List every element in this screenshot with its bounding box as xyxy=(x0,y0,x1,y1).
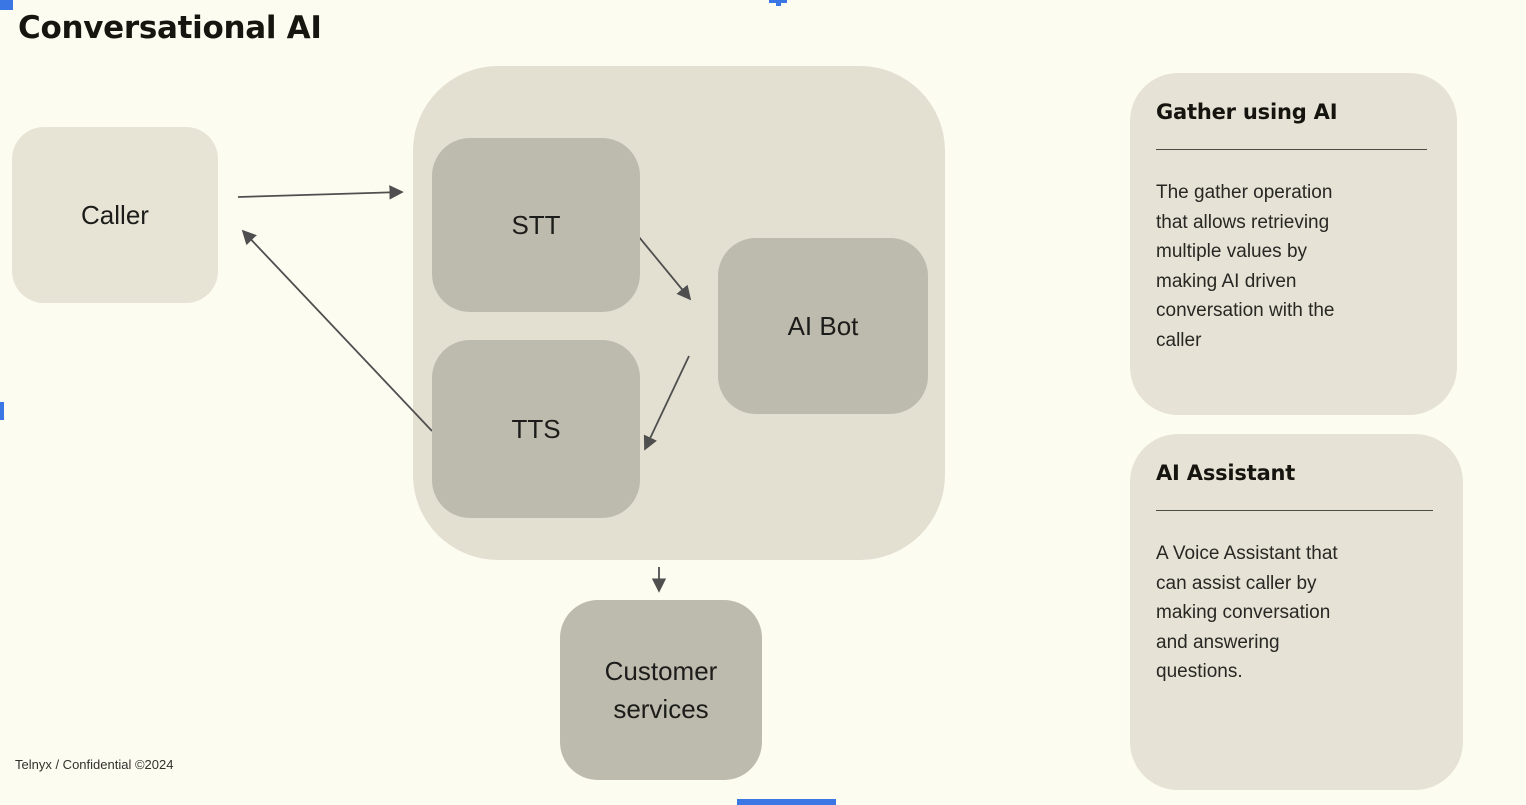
arrow-tts-to-caller xyxy=(241,229,433,432)
card-assistant-divider xyxy=(1156,510,1433,511)
node-ai-bot-label: AI Bot xyxy=(787,310,859,341)
card-assistant-body: A Voice Assistant that can assist caller… xyxy=(1156,539,1437,687)
page-title: Conversational AI xyxy=(18,10,322,46)
selection-marker-left-bar xyxy=(0,402,4,420)
card-gather-body: The gather operation that allows retriev… xyxy=(1156,178,1431,355)
node-customer-services[interactable]: Customer services xyxy=(560,600,762,780)
card-gather-using-ai[interactable]: Gather using AI The gather operation tha… xyxy=(1130,73,1457,415)
card-body-line: making AI driven xyxy=(1156,270,1297,292)
selection-marker-top-tab-nub xyxy=(776,3,781,6)
card-body-line: The gather operation xyxy=(1156,182,1333,203)
card-body-line: A Voice Assistant that xyxy=(1156,543,1338,564)
card-ai-assistant[interactable]: AI Assistant A Voice Assistant that can … xyxy=(1130,434,1463,790)
selection-marker-top-tab xyxy=(769,0,787,3)
card-body-line: conversation with the xyxy=(1156,300,1335,321)
card-body-line: and answering xyxy=(1156,631,1280,653)
confidential-footer: Telnyx / Confidential ©2024 xyxy=(15,757,174,772)
node-tts-label: TTS xyxy=(511,413,561,444)
node-customer-services-label: Customer services xyxy=(604,656,718,724)
node-stt-label: STT xyxy=(511,209,561,240)
card-body-line: multiple values by xyxy=(1156,241,1308,262)
card-gather-title: Gather using AI xyxy=(1156,100,1338,124)
selection-marker-bottom-bar xyxy=(737,799,836,805)
node-caller-label: Caller xyxy=(81,199,149,230)
arrow-caller-to-stt xyxy=(237,185,404,200)
card-body-line: questions. xyxy=(1156,661,1243,682)
card-body-line: making conversation xyxy=(1156,602,1331,623)
node-stt[interactable]: STT xyxy=(432,138,640,312)
node-tts[interactable]: TTS xyxy=(432,340,640,518)
card-body-line: that allows retrieving xyxy=(1156,211,1330,233)
card-body-line: can assist caller by xyxy=(1156,572,1317,594)
card-assistant-title: AI Assistant xyxy=(1156,461,1296,485)
card-body-line: caller xyxy=(1156,329,1202,351)
node-ai-bot[interactable]: AI Bot xyxy=(718,238,928,414)
selection-marker-top-left xyxy=(0,0,13,10)
card-gather-divider xyxy=(1156,149,1427,150)
node-caller[interactable]: Caller xyxy=(12,127,218,303)
